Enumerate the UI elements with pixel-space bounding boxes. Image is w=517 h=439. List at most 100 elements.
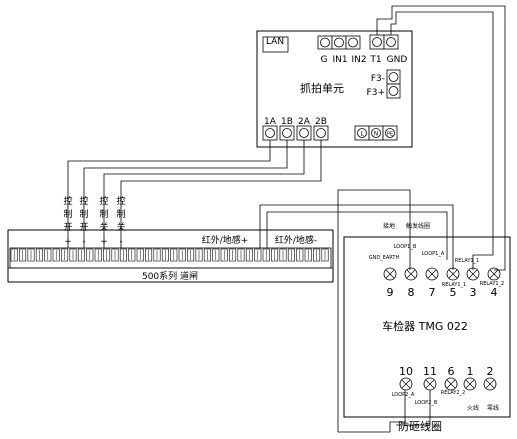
gate-terminal-tooth: [279, 248, 287, 262]
terminal-t1-screw-icon: [372, 37, 382, 47]
wire-2a-close-plus: [103, 140, 305, 248]
gate-terminal-tooth: [287, 248, 295, 262]
detector-pin-bottom-2-icon: [483, 377, 497, 391]
wires: [67, 5, 506, 433]
terminal-n-screw-icon: [371, 128, 381, 138]
gate-terminal-tooth: [103, 248, 111, 262]
label-g: G: [321, 55, 328, 65]
detector-top-pins: [383, 267, 501, 281]
pin-7-label: 7: [429, 286, 436, 299]
gate-terminal-tooth: [254, 248, 262, 262]
wire-ir-plus: [259, 204, 454, 270]
terminal-1b-screw-icon: [282, 128, 292, 138]
pin-4-label: 4: [491, 286, 498, 299]
wire-gnd-relay1-2: [376, 5, 506, 271]
wire-1b-open-minus: [83, 140, 288, 248]
ir-minus-label: 红外/地感-: [275, 234, 317, 246]
detector-pin-bottom-1-icon: [463, 377, 477, 391]
gate-terminal-tooth: [52, 248, 60, 262]
terminal-l-screw-icon: [357, 128, 367, 138]
label-1b: 1B: [281, 117, 293, 127]
gate-terminal-tooth: [111, 248, 119, 262]
wire-loop2-a: [337, 189, 411, 433]
capture-unit: LAN G IN1 IN2 T1 GND F3-: [256, 30, 413, 148]
terminal-f3p-screw-icon: [388, 86, 399, 96]
f3-terminals: F3- F3+: [367, 69, 401, 99]
terminal-2a-screw-icon: [299, 128, 309, 138]
wire-t1-relay1-1: [390, 11, 494, 270]
det-label-loop1-b: LOOP1_B: [394, 244, 417, 250]
det-label-ground: 接地: [383, 222, 395, 230]
label-2a: 2A: [298, 117, 311, 127]
gate-terminal-tooth: [203, 248, 211, 262]
gate-terminal-tooth: [145, 248, 153, 262]
rs485-terminals: 1A 1B 2A 2B: [262, 117, 329, 141]
gate-terminal-tooth: [136, 248, 144, 262]
gate-terminal-tooth: [237, 248, 245, 262]
gate-terminal-tooth: [296, 248, 304, 262]
detector-pin-top-5-icon: [446, 267, 460, 281]
det-label-relay2-2: RELAY2_2: [441, 390, 465, 396]
terminal-gnd-screw-icon: [386, 37, 396, 47]
gate-terminal-tooth: [321, 248, 329, 262]
gate-terminal-tooth: [153, 248, 161, 262]
terminal-pe-screw-icon: [385, 128, 395, 138]
label-t1: T1: [369, 55, 381, 65]
detector-pin-top-4-icon: [487, 267, 501, 281]
wire-ir-minus: [266, 211, 448, 260]
label-in1: IN1: [332, 55, 347, 65]
gate-terminal-tooth: [35, 248, 43, 262]
capture-unit-title: 抓拍单元: [300, 81, 344, 95]
gate-terminal-tooth: [229, 248, 237, 262]
lan-label: LAN: [266, 37, 284, 47]
gate-terminal-tooth: [44, 248, 52, 262]
pin-1-label: 1: [467, 365, 474, 378]
power-terminals: L N PE: [354, 125, 398, 141]
gate-terminal-tooth: [170, 248, 178, 262]
terminal-in1-screw-icon: [334, 37, 344, 48]
pin-3-label: 3: [470, 286, 477, 299]
terminal-in2-screw-icon: [348, 37, 358, 48]
anti-smash-label: 防砸线圈: [398, 419, 442, 433]
gate-terminal-tooth: [77, 248, 85, 262]
det-label-relay1-1: RELAY1_1: [455, 258, 479, 264]
gate-terminal-tooth: [10, 248, 18, 262]
det-label-loop1-a: LOOP1_A: [422, 251, 445, 257]
label-pe: PE: [387, 132, 393, 138]
gate-terminal-tooth: [187, 248, 195, 262]
gate-terminal-teeth: [10, 248, 329, 262]
vehicle-detector: 接地 触发线圈 GND_EARTH LOOP1_B LOOP1_A RELAY1…: [343, 222, 511, 418]
wire-2b-close-minus: [120, 140, 322, 248]
label-l: L: [360, 131, 364, 138]
det-label-loop2-b: LOOP2_B: [415, 400, 438, 406]
gate-terminal-tooth: [86, 248, 94, 262]
gate-terminal-tooth: [27, 248, 35, 262]
ir-plus-label: 红外/地感+: [202, 234, 249, 246]
terminal-f3m-screw-icon: [388, 72, 399, 82]
gate-terminal-tooth: [271, 248, 279, 262]
detector-pin-bottom-10-icon: [399, 377, 413, 391]
detector-pin-bottom-6-icon: [444, 377, 458, 391]
detector-pin-top-8-icon: [404, 267, 418, 281]
det-label-loop2-a: LOOP2_A: [392, 392, 415, 398]
det-label-relay1-2: RELAY1_2: [480, 281, 504, 287]
wire-1a-open-plus: [67, 140, 271, 248]
lan-port: [262, 36, 289, 53]
gate-terminal-tooth: [128, 248, 136, 262]
gate-unit: 500系列 道闸 红外/地感+ 红外/地感-: [7, 229, 334, 283]
detector-pin-bottom-11-icon: [423, 377, 437, 391]
gate-terminal-tooth: [245, 248, 253, 262]
input-terminals: G IN1 IN2: [317, 35, 367, 65]
gate-terminal-tooth: [19, 248, 27, 262]
detector-title: 车检器 TMG 022: [382, 319, 468, 333]
pin-10-label: 10: [399, 365, 413, 378]
pin-11-label: 11: [423, 365, 437, 378]
gate-terminal-tooth: [212, 248, 220, 262]
det-label-gnd-earth: GND_EARTH: [369, 255, 400, 261]
gate-title: 500系列 道闸: [142, 270, 198, 282]
label-1a: 1A: [264, 117, 277, 127]
pin-5-label: 5: [450, 286, 457, 299]
terminal-2b-screw-icon: [316, 128, 326, 138]
pin-2-label: 2: [487, 365, 494, 378]
